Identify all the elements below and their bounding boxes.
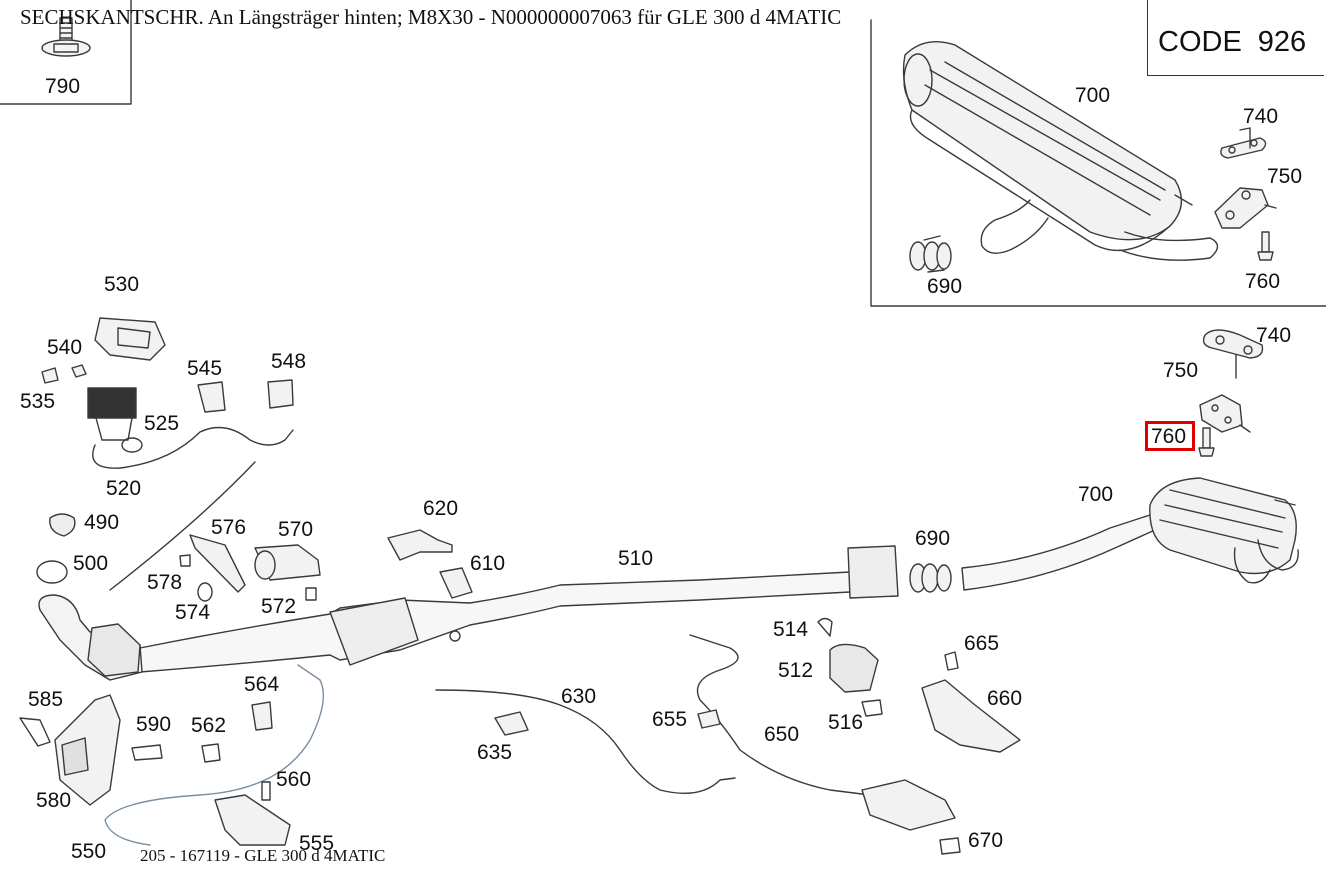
part-label-520[interactable]: 520 bbox=[106, 477, 142, 500]
part-label-670[interactable]: 670 bbox=[968, 829, 1004, 852]
code-value: 926 bbox=[1257, 26, 1307, 58]
inset-part-label-760[interactable]: 760 bbox=[1245, 270, 1281, 293]
part-label-530[interactable]: 530 bbox=[104, 273, 140, 296]
bracket-660-icon bbox=[921, 651, 1021, 855]
part-label-555[interactable]: 555 bbox=[299, 832, 335, 855]
part-label-760[interactable]: 760 bbox=[1151, 425, 1187, 448]
diagram-footer: 205 - 167119 - GLE 300 d 4MATIC bbox=[140, 846, 386, 865]
part-label-585[interactable]: 585 bbox=[28, 688, 64, 711]
bracket-740-icon bbox=[1202, 329, 1264, 379]
exhaust-pipe-510-icon bbox=[139, 545, 899, 673]
part-label-525[interactable]: 525 bbox=[144, 412, 180, 435]
part-label-580[interactable]: 580 bbox=[36, 789, 72, 812]
hanger-inset-750-icon bbox=[1214, 187, 1277, 229]
part-label-578[interactable]: 578 bbox=[147, 571, 183, 594]
part-label-514[interactable]: 514 bbox=[773, 618, 809, 641]
part-label-790[interactable]: 790 bbox=[45, 75, 81, 98]
bracket-530-icon bbox=[94, 317, 166, 361]
part-label-620[interactable]: 620 bbox=[423, 497, 459, 520]
part-label-572[interactable]: 572 bbox=[261, 595, 297, 618]
part-label-630[interactable]: 630 bbox=[561, 685, 597, 708]
clamp-690-icon bbox=[909, 563, 952, 593]
part-label-535[interactable]: 535 bbox=[20, 390, 56, 413]
part-label-490[interactable]: 490 bbox=[84, 511, 120, 534]
actuator-512-icon bbox=[817, 617, 883, 717]
part-label-560[interactable]: 560 bbox=[276, 768, 312, 791]
part-label-655[interactable]: 655 bbox=[652, 708, 688, 731]
sensor-cable-650-icon bbox=[689, 634, 956, 831]
downpipe-icon bbox=[38, 594, 143, 681]
sensor-cable-630-icon bbox=[435, 689, 736, 795]
part-label-690[interactable]: 690 bbox=[915, 527, 951, 550]
part-label-574[interactable]: 574 bbox=[175, 601, 211, 624]
part-label-750[interactable]: 750 bbox=[1163, 359, 1199, 382]
rear-muffler-700-icon bbox=[1149, 477, 1299, 584]
part-label-635[interactable]: 635 bbox=[477, 741, 513, 764]
inset-part-label-690[interactable]: 690 bbox=[927, 275, 963, 298]
part-label-562[interactable]: 562 bbox=[191, 714, 227, 737]
inset-frame-790 bbox=[0, 0, 132, 105]
part-label-650[interactable]: 650 bbox=[764, 723, 800, 746]
part-label-500[interactable]: 500 bbox=[73, 552, 109, 575]
part-label-540[interactable]: 540 bbox=[47, 336, 83, 359]
part-label-576[interactable]: 576 bbox=[211, 516, 247, 539]
inset-frame-code926 bbox=[870, 19, 1326, 307]
inset-part-label-700[interactable]: 700 bbox=[1075, 84, 1111, 107]
part-label-570[interactable]: 570 bbox=[278, 518, 314, 541]
part-label-590[interactable]: 590 bbox=[136, 713, 172, 736]
part-label-564[interactable]: 564 bbox=[244, 673, 280, 696]
highlight-box-760 bbox=[1145, 421, 1195, 451]
clamp-inset-690-icon bbox=[909, 235, 952, 273]
sensor-550-icon bbox=[104, 664, 325, 846]
part-label-512[interactable]: 512 bbox=[778, 659, 814, 682]
part-label-516[interactable]: 516 bbox=[828, 711, 864, 734]
part-label-660[interactable]: 660 bbox=[987, 687, 1023, 710]
nox-sensor-harness-icon bbox=[87, 387, 294, 591]
part-label-550[interactable]: 550 bbox=[71, 840, 107, 863]
bolt-760-icon bbox=[1198, 427, 1215, 457]
bracket-580-icon bbox=[19, 694, 163, 806]
inset-part-label-740[interactable]: 740 bbox=[1243, 105, 1279, 128]
part-label-740[interactable]: 740 bbox=[1256, 324, 1292, 347]
inset-part-label-750[interactable]: 750 bbox=[1267, 165, 1303, 188]
bolt-790-icon bbox=[41, 17, 91, 57]
diagram-title: SECHSKANTSCHR. An Längsträger hinten; M8… bbox=[20, 5, 842, 29]
small-parts-icons bbox=[36, 364, 473, 602]
code-label: CODE bbox=[1158, 26, 1242, 58]
part-label-700[interactable]: 700 bbox=[1078, 483, 1114, 506]
bracket-inset-740-icon bbox=[1220, 127, 1267, 159]
code-box: CODE 926 bbox=[1147, 0, 1324, 76]
bolt-inset-760-icon bbox=[1257, 231, 1274, 261]
part-label-610[interactable]: 610 bbox=[470, 552, 506, 575]
hanger-750-icon bbox=[1199, 394, 1251, 433]
part-label-665[interactable]: 665 bbox=[964, 632, 1000, 655]
part-label-545[interactable]: 545 bbox=[187, 357, 223, 380]
part-label-548[interactable]: 548 bbox=[271, 350, 307, 373]
muffler-inset-icon bbox=[902, 41, 1219, 261]
part-label-510[interactable]: 510 bbox=[618, 547, 654, 570]
rear-pipe-icon bbox=[961, 514, 1156, 591]
